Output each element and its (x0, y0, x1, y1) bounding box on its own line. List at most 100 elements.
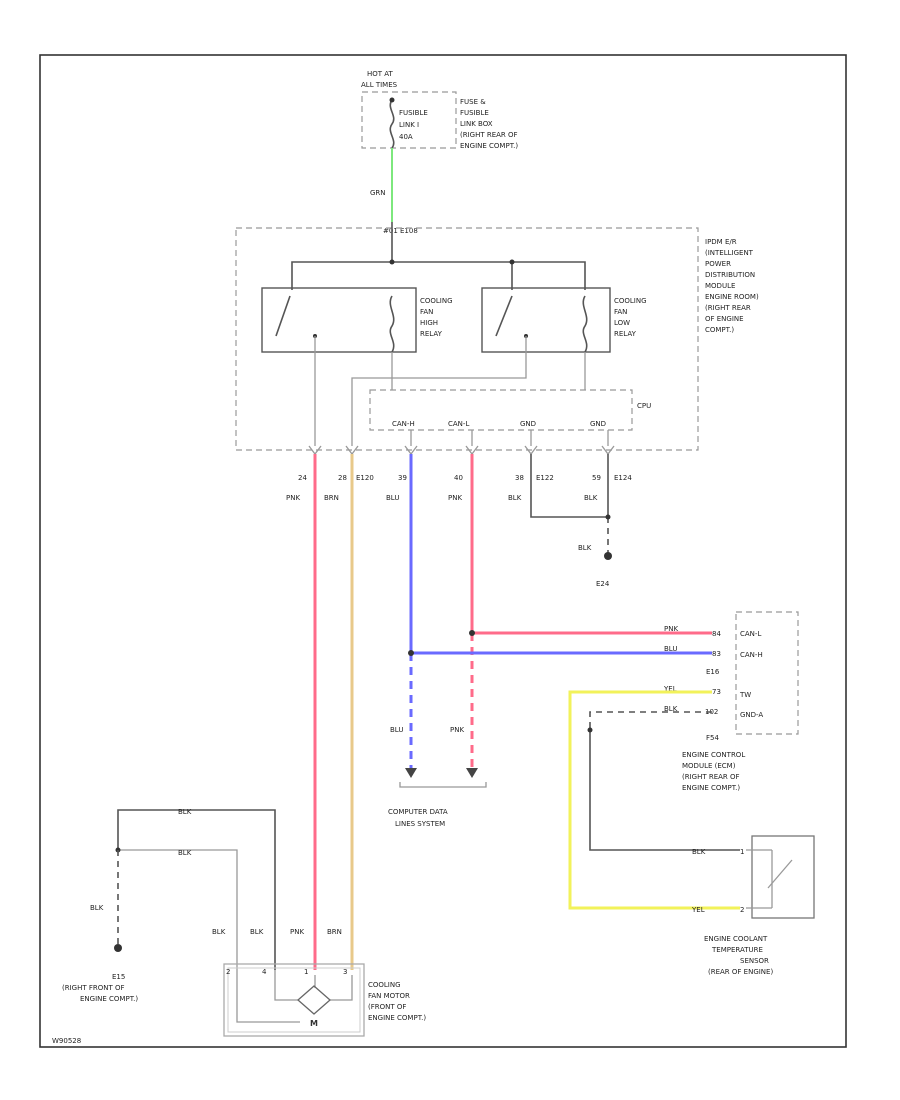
low-relay-coil (582, 295, 588, 353)
cooling-fan-low-relay (481, 287, 611, 353)
computer-data-lines-terminal: BLU PNK COMPUTER DATA LINES SYSTEM (388, 726, 487, 828)
high-relay-switch (275, 295, 291, 337)
fan-motor-outline (223, 963, 365, 1037)
data-lines-label-2: LINES SYSTEM (395, 820, 445, 828)
wire-label-pnk-1: PNK (286, 494, 300, 502)
low-relay-switch (495, 295, 513, 337)
high-relay-label-1: COOLING (420, 297, 453, 305)
ipdm-label-1: IPDM E/R (705, 238, 737, 246)
pin-38: 38 (515, 474, 524, 482)
cpu-pin-gnd1: GND (520, 420, 536, 428)
ipdm-label-3: POWER (705, 260, 731, 268)
ecm-pin-canh: CAN-H (740, 651, 763, 659)
ground-e15-loc-2: ENGINE COMPT.) (80, 995, 138, 1003)
ipdm-label-5: MODULE (705, 282, 735, 290)
wire-label-blu-3: BLU (390, 726, 403, 734)
fan-pin-2: 2 (226, 968, 230, 976)
ecm-pin-num-73: 73 (712, 688, 721, 696)
fan-motor-label-2: FAN MOTOR (368, 992, 410, 1000)
sensor-label-2: TEMPERATURE (711, 946, 763, 954)
ecm-pin-tw: TW (739, 691, 751, 699)
wire-label-blu-2: BLU (664, 645, 677, 653)
battery-fuse-group: HOT AT ALL TIMES FUSIBLE LINK I 40A FUSE… (361, 70, 518, 150)
ground-e24-label: E24 (596, 580, 610, 588)
connector-e124: E124 (614, 474, 632, 482)
fan-pin-3: 3 (343, 968, 347, 976)
cpu-pin-gnd2: GND (590, 420, 606, 428)
cooling-fan-motor: 2 4 1 3 M COOLING FAN MOTOR (FRONT OF EN… (223, 963, 426, 1037)
cpu-block (369, 389, 633, 431)
high-relay-label-2: FAN (420, 308, 433, 316)
wire-label-blk-1: BLK (508, 494, 522, 502)
fusible-link-symbol (389, 99, 395, 149)
fuse-box-outline (361, 91, 457, 149)
pin-40: 40 (454, 474, 463, 482)
fan-pin-4: 4 (262, 968, 267, 976)
wire-yel-sensor (568, 690, 740, 910)
wire-label-brn-1: BRN (324, 494, 339, 502)
fan-motor-symbol (297, 985, 331, 1015)
ecm-label-3: (RIGHT REAR OF (682, 773, 740, 781)
wire-label-blk-3: BLK (578, 544, 592, 552)
ipdm-label-6: ENGINE ROOM) (705, 293, 759, 301)
ecm-module: CAN-L CAN-H TW GND-A 84 83 73 102 E16 F5… (682, 611, 799, 792)
pin-24: 24 (298, 474, 307, 482)
diagram-code: W90528 (52, 1037, 81, 1045)
motor-m-label: M (310, 1019, 318, 1028)
fuse-location-3: LINK BOX (460, 120, 493, 128)
wire-label-yel-2: YEL (691, 906, 705, 914)
low-relay-label-4: RELAY (614, 330, 637, 338)
ipdm-label-4: DISTRIBUTION (705, 271, 755, 279)
wire-label-blk-6: BLK (178, 808, 192, 816)
wire-label-blk-8: BLK (90, 904, 104, 912)
wire-label-pnk-3: PNK (664, 625, 678, 633)
low-relay-label-1: COOLING (614, 297, 647, 305)
wire-label-pnk-4: PNK (450, 726, 464, 734)
cpu-pin-canl: CAN-L (448, 420, 469, 428)
fan-motor-label-3: (FRONT OF (368, 1003, 406, 1011)
pin-39: 39 (398, 474, 407, 482)
fuse-label-3: 40A (399, 133, 413, 141)
cooling-fan-high-relay (261, 287, 417, 353)
fuse-location-5: ENGINE COMPT.) (460, 142, 518, 150)
low-relay-label-2: FAN (614, 308, 627, 316)
ipdm-module: IPDM E/R (INTELLIGENT POWER DISTRIBUTION… (235, 222, 759, 451)
ecm-connector-f54: F54 (706, 734, 719, 742)
ipdm-label-9: COMPT.) (705, 326, 734, 334)
wire-label-blk-5: BLK (692, 848, 706, 856)
battery-label-1: HOT AT (367, 70, 394, 78)
ecm-label-4: ENGINE COMPT.) (682, 784, 740, 792)
sensor-pin-2: 2 (740, 906, 744, 914)
connector-e120: E120 (356, 474, 374, 482)
wire-label-pnk-2: PNK (448, 494, 462, 502)
ecm-pin-num-83: 83 (712, 650, 721, 658)
ipdm-label-8: OF ENGINE (705, 315, 744, 323)
fuse-label-1: FUSIBLE (399, 109, 428, 117)
ecm-connector-e16: E16 (706, 668, 720, 676)
fuse-location-4: (RIGHT REAR OF (460, 131, 518, 139)
wire-grn-label: GRN (370, 189, 386, 197)
pin-28: 28 (338, 474, 347, 482)
ecm-outline (735, 611, 799, 735)
diagram-frame (39, 54, 847, 1048)
wire-label-blk-10: BLK (250, 928, 264, 936)
ecm-pin-num-84: 84 (712, 630, 721, 638)
ipdm-connector-top: #01 E108 (383, 227, 418, 235)
wire-label-blk-7: BLK (178, 849, 192, 857)
ipdm-label-7: (RIGHT REAR (705, 304, 751, 312)
cpu-label: CPU (637, 402, 651, 410)
fan-motor-label-1: COOLING (368, 981, 401, 989)
wire-label-blk-9: BLK (212, 928, 226, 936)
fuse-label-2: LINK I (399, 121, 419, 129)
ground-e24-group: BLK E24 (530, 454, 612, 588)
wire-label-brn-2: BRN (327, 928, 342, 936)
data-lines-label-1: COMPUTER DATA (388, 808, 448, 816)
ground-e24-icon (604, 552, 612, 560)
ground-e15-loc-1: (RIGHT FRONT OF (62, 984, 125, 992)
sensor-pin-1: 1 (740, 848, 744, 856)
fuse-location-1: FUSE & (460, 98, 486, 106)
sensor-label-1: ENGINE COOLANT (704, 935, 768, 943)
wire-label-blk-2: BLK (584, 494, 598, 502)
pin-59: 59 (592, 474, 601, 482)
